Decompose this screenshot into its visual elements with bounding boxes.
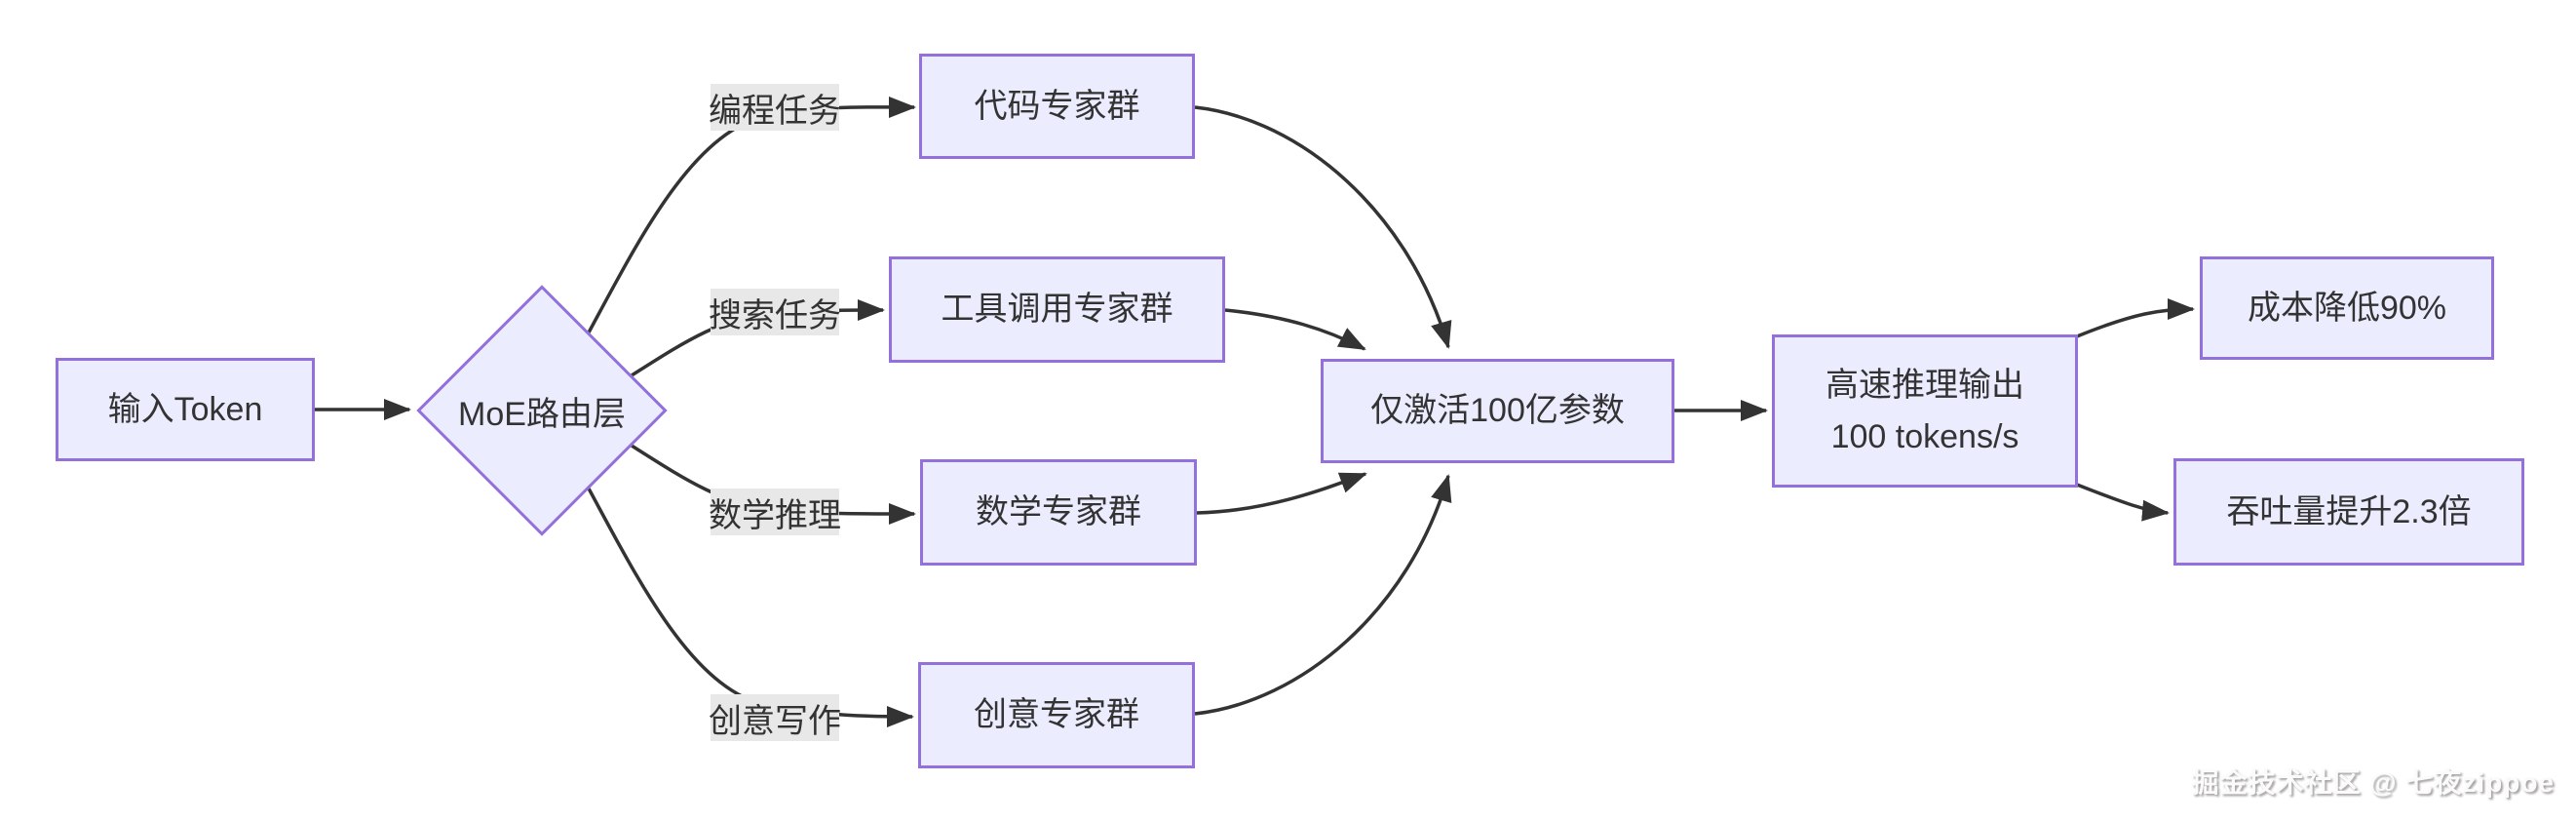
node-throughput-label: 吞吐量提升2.3倍 bbox=[2226, 492, 2472, 530]
edge-speed-to-cost bbox=[2076, 298, 2195, 338]
node-input-token-label: 输入Token bbox=[107, 390, 263, 428]
node-speed-output-line1: 高速推理输出 bbox=[1826, 366, 2024, 404]
node-tool-experts: 工具调用专家群 bbox=[889, 256, 1225, 363]
edge-label-search-task: 搜索任务 bbox=[709, 289, 841, 335]
edge-code-experts-to-activation bbox=[1194, 105, 1452, 349]
edge-label-math-reasoning-text: 数学推理 bbox=[709, 496, 841, 534]
edge-tool-experts-to-activation bbox=[1224, 308, 1366, 351]
node-activation: 仅激活100亿参数 bbox=[1321, 359, 1674, 463]
edge-label-creative-writing: 创意写作 bbox=[709, 694, 841, 741]
edge-label-creative-writing-text: 创意写作 bbox=[709, 702, 841, 740]
edge-creative-experts-to-activation bbox=[1194, 474, 1452, 716]
edge-label-search-task-text: 搜索任务 bbox=[709, 296, 841, 334]
node-tool-experts-label: 工具调用专家群 bbox=[941, 291, 1173, 329]
node-input-token: 输入Token bbox=[56, 358, 315, 461]
node-math-experts-label: 数学专家群 bbox=[976, 493, 1141, 531]
node-moe-router-text: MoE路由层 bbox=[458, 395, 626, 433]
node-activation-label: 仅激活100亿参数 bbox=[1370, 392, 1625, 430]
node-throughput: 吞吐量提升2.3倍 bbox=[2173, 458, 2524, 566]
node-creative-experts: 创意专家群 bbox=[918, 662, 1195, 768]
edge-label-coding-task-text: 编程任务 bbox=[709, 92, 841, 130]
node-code-experts: 代码专家群 bbox=[919, 54, 1195, 159]
edge-math-experts-to-activation bbox=[1196, 472, 1367, 515]
node-moe-router-label: MoE路由层 bbox=[419, 381, 665, 440]
node-creative-experts-label: 创意专家群 bbox=[974, 696, 1139, 734]
watermark: 掘金技术社区 @ 七夜zippoe bbox=[2191, 767, 2555, 798]
node-cost-reduction: 成本降低90% bbox=[2200, 256, 2494, 360]
node-speed-output-line2: 100 tokens/s bbox=[1830, 417, 2019, 455]
edge-label-coding-task: 编程任务 bbox=[709, 84, 841, 131]
node-cost-reduction-label: 成本降低90% bbox=[2247, 289, 2447, 327]
node-math-experts: 数学专家群 bbox=[920, 459, 1197, 566]
edge-speed-to-throughput bbox=[2076, 483, 2170, 522]
edge-label-math-reasoning: 数学推理 bbox=[709, 489, 841, 535]
node-code-experts-label: 代码专家群 bbox=[974, 87, 1140, 125]
node-speed-output: 高速推理输出 100 tokens/s bbox=[1772, 334, 2078, 488]
